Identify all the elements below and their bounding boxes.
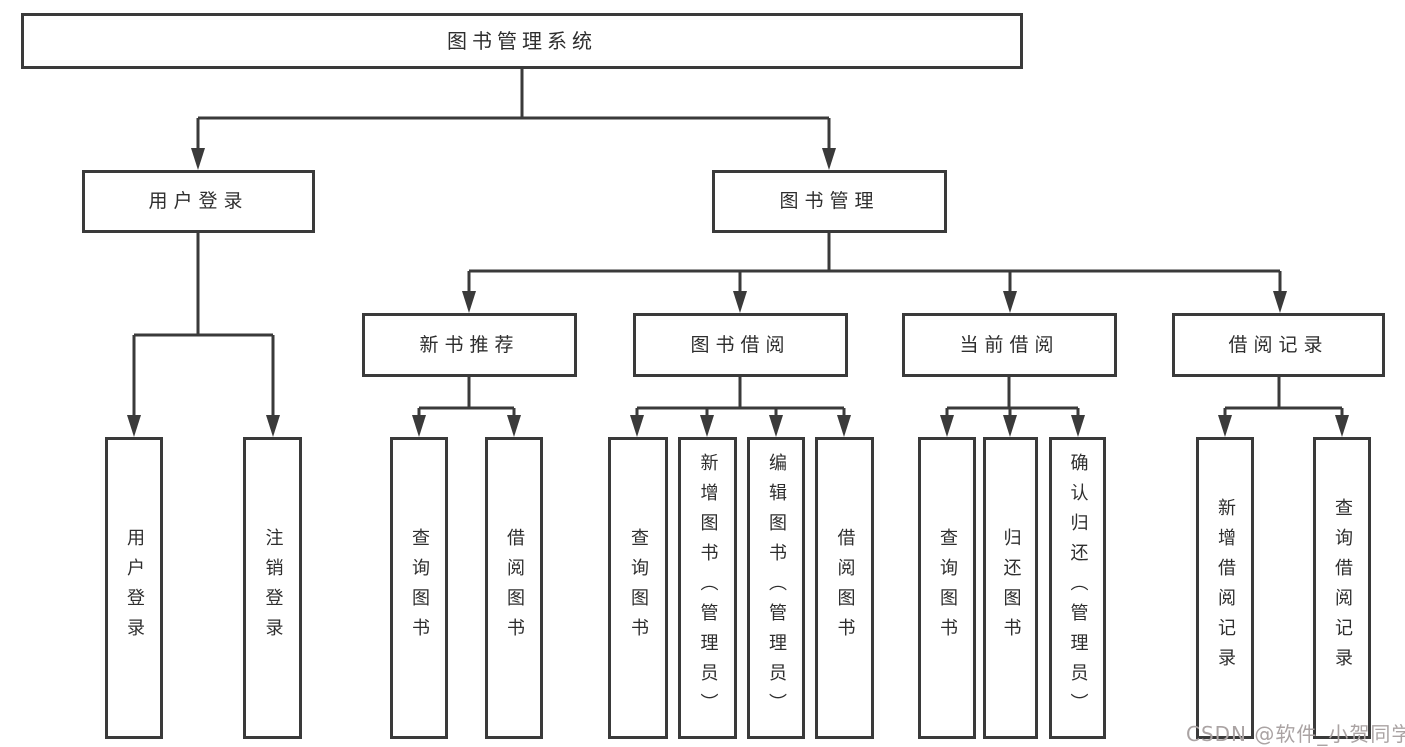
leaf-add-books-admin: 新增图书（管理员）	[678, 437, 737, 739]
leaf-label: 借阅图书	[834, 528, 856, 648]
leaf-confirm-return-admin: 确认归还（管理员）	[1049, 437, 1106, 739]
node-label: 用户登录	[148, 190, 249, 212]
node-new-book-recommend: 新书推荐	[362, 313, 577, 377]
leaf-label: 归还图书	[1000, 528, 1022, 648]
node-label: 图书管理	[779, 190, 880, 212]
leaf-label: 查询图书	[628, 528, 649, 648]
leaf-edit-books-admin: 编辑图书（管理员）	[747, 437, 805, 739]
leaf-label: 查询借阅记录	[1332, 498, 1353, 678]
leaf-logout: 注销登录	[243, 437, 302, 739]
leaf-label: 查询图书	[937, 528, 958, 648]
leaf-query-books-current: 查询图书	[918, 437, 976, 739]
node-book-borrow: 图书借阅	[633, 313, 848, 377]
node-label: 图书借阅	[690, 333, 791, 356]
leaf-label: 查询图书	[409, 528, 430, 648]
node-borrow-records: 借阅记录	[1172, 313, 1385, 377]
leaf-label: 借阅图书	[504, 528, 525, 648]
leaf-query-borrow-record: 查询借阅记录	[1313, 437, 1371, 739]
leaf-label: 注销登录	[262, 528, 284, 648]
node-label: 新书推荐	[419, 333, 520, 356]
leaf-label: 用户登录	[124, 528, 145, 648]
csdn-watermark: CSDN @软件_小贺同学	[1186, 722, 1405, 746]
node-user-login-branch: 用户登录	[82, 170, 315, 233]
leaf-label: 编辑图书（管理员）	[766, 453, 787, 723]
leaf-borrow-books-recommend: 借阅图书	[485, 437, 543, 739]
leaf-return-books: 归还图书	[983, 437, 1038, 739]
leaf-query-books-recommend: 查询图书	[390, 437, 448, 739]
leaf-label: 新增图书（管理员）	[697, 453, 719, 723]
node-label: 借阅记录	[1228, 333, 1329, 356]
leaf-label: 新增借阅记录	[1215, 498, 1236, 678]
leaf-query-books-borrow: 查询图书	[608, 437, 668, 739]
leaf-borrow-books: 借阅图书	[815, 437, 874, 739]
node-root-label: 图书管理系统	[447, 29, 597, 53]
leaf-add-borrow-record: 新增借阅记录	[1196, 437, 1254, 739]
node-label: 当前借阅	[959, 333, 1060, 356]
leaf-label: 确认归还（管理员）	[1067, 453, 1089, 723]
node-current-borrow: 当前借阅	[902, 313, 1117, 377]
leaf-user-login: 用户登录	[105, 437, 163, 739]
node-root-library-system: 图书管理系统	[21, 13, 1023, 69]
node-book-management-branch: 图书管理	[712, 170, 947, 233]
